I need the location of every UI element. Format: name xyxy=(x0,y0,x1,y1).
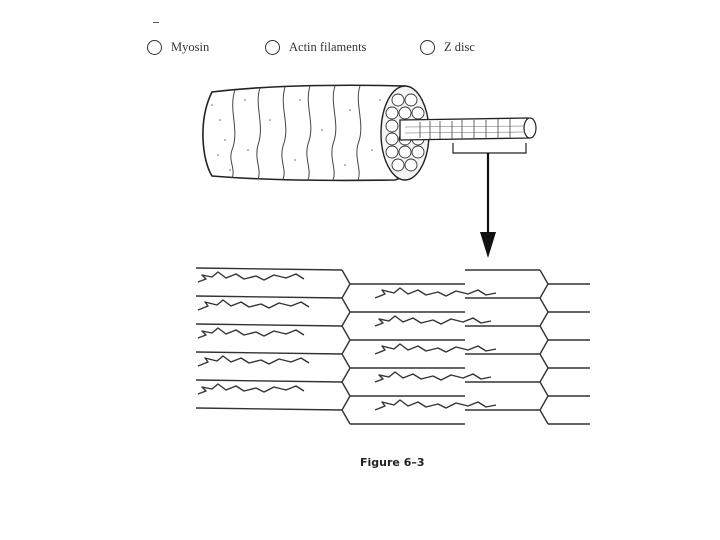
legend-label-z-disc: Z disc xyxy=(444,40,475,54)
muscle-fiber xyxy=(202,84,430,182)
myosin-filament xyxy=(374,371,492,383)
myosin-filament xyxy=(197,271,305,283)
answer-circle[interactable] xyxy=(420,40,435,55)
legend-item-actin: Actin filaments xyxy=(265,40,366,55)
sarcomere-filaments xyxy=(195,267,590,425)
magnify-arrow xyxy=(480,153,496,258)
myosin-filament xyxy=(374,315,492,327)
myofibril xyxy=(399,117,537,141)
figure-caption: Figure 6–3 xyxy=(360,456,425,469)
corner-dash-mark xyxy=(153,22,159,23)
myosin-filament xyxy=(197,355,310,367)
answer-circle[interactable] xyxy=(147,40,162,55)
sarcomere-bracket xyxy=(452,143,527,154)
z-disc-left xyxy=(341,269,351,425)
legend-label-myosin: Myosin xyxy=(171,40,210,54)
myosin-filament xyxy=(197,383,305,395)
legend-item-z-disc: Z disc xyxy=(420,40,475,55)
answer-circle[interactable] xyxy=(265,40,280,55)
myosin-filament xyxy=(374,287,497,299)
myosin-filament xyxy=(197,327,305,339)
z-disc-right xyxy=(539,269,549,425)
myosin-filament xyxy=(374,343,497,355)
myosin-filament xyxy=(197,299,310,311)
legend-item-myosin: Myosin xyxy=(147,40,209,55)
myosin-filament xyxy=(374,399,497,411)
legend-label-actin: Actin filaments xyxy=(289,40,367,54)
